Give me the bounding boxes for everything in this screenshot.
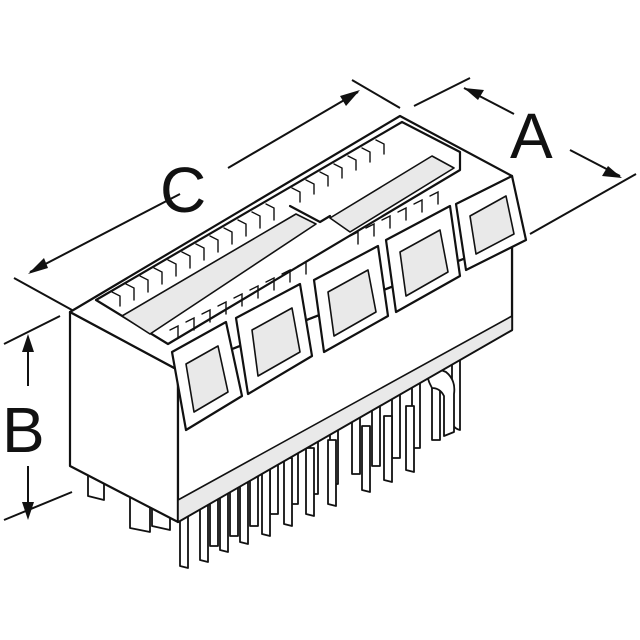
- contact-fingers: [111, 139, 439, 339]
- dimension-a-label: A: [510, 100, 553, 172]
- dimension-a: A: [413, 77, 637, 235]
- dimension-c: C: [13, 79, 401, 311]
- latch-pockets: [170, 174, 528, 432]
- dimension-b-label: B: [2, 394, 45, 466]
- dimension-c-label: C: [160, 154, 206, 226]
- connector-body: [68, 114, 514, 524]
- dimension-b: B: [2, 315, 73, 521]
